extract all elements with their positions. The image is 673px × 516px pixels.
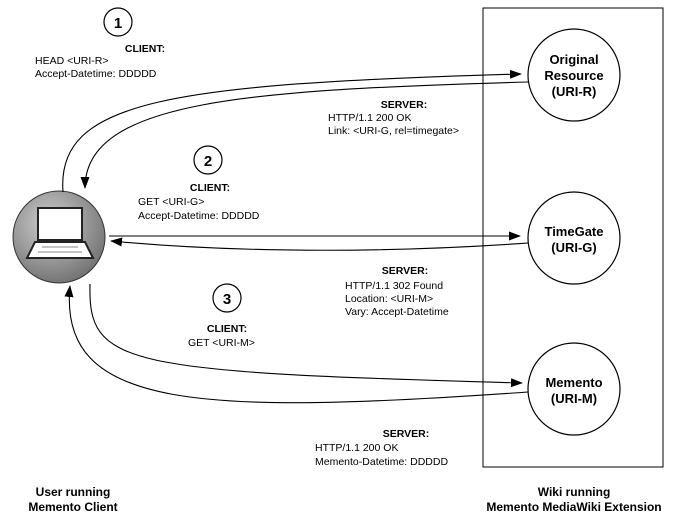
original-resource-node [527,28,621,122]
timegate-uri: (URI-G) [551,240,597,255]
response-arrow-1 [80,81,529,189]
laptop-icon [12,190,106,284]
client-3-label: CLIENT: [207,323,247,335]
client-2-line-1: GET <URI-G> [138,196,204,208]
client-1-line-2: Accept-Datetime: DDDDD [35,68,157,80]
timegate-node [527,191,621,285]
memento-uri: (URI-M) [551,391,597,406]
original-resource-label-1: Original [549,52,598,67]
client-3-line-1: GET <URI-M> [188,337,255,349]
step-3-number: 3 [223,291,231,308]
client-caption-1: User running [36,485,111,499]
step-1-marker [103,7,133,37]
memento-label: Memento [545,375,602,390]
server-1-line-1: HTTP/1.1 200 OK [328,112,411,124]
server-1-line-2: Link: <URI-G, rel=timegate> [328,125,459,137]
server-2-label: SERVER: [382,265,429,277]
server-3-line-1: HTTP/1.1 200 OK [315,442,398,454]
server-1-label: SERVER: [381,99,428,111]
server-caption-2: Memento MediaWiki Extension [486,500,661,514]
server-3-label: SERVER: [383,428,430,440]
client-2-label: CLIENT: [190,182,230,194]
client-2-line-2: Accept-Datetime: DDDDD [138,210,260,222]
client-caption-2: Memento Client [28,500,117,514]
server-2-line-2: Location: <URI-M> [345,293,433,305]
memento-node [527,342,621,436]
response-arrow-2 [110,237,529,251]
step-2-number: 2 [204,153,212,170]
response-arrow-3 [64,285,529,404]
request-arrow-1 [62,69,522,193]
step-1-number: 1 [114,15,122,32]
request-arrow-3 [89,283,523,388]
step-3-marker [212,283,242,313]
client-1-line-1: HEAD <URI-R> [35,55,109,67]
timegate-label: TimeGate [544,224,603,239]
server-3-line-2: Memento-Datetime: DDDDD [315,456,448,468]
client-1-label: CLIENT: [125,43,165,55]
original-resource-label-2: Resource [544,68,603,83]
server-2-line-3: Vary: Accept-Datetime [345,306,449,318]
server-2-line-1: HTTP/1.1 302 Found [345,280,443,292]
original-resource-uri: (URI-R) [552,84,597,99]
server-caption-1: Wiki running [538,485,611,499]
step-2-marker [193,145,223,175]
